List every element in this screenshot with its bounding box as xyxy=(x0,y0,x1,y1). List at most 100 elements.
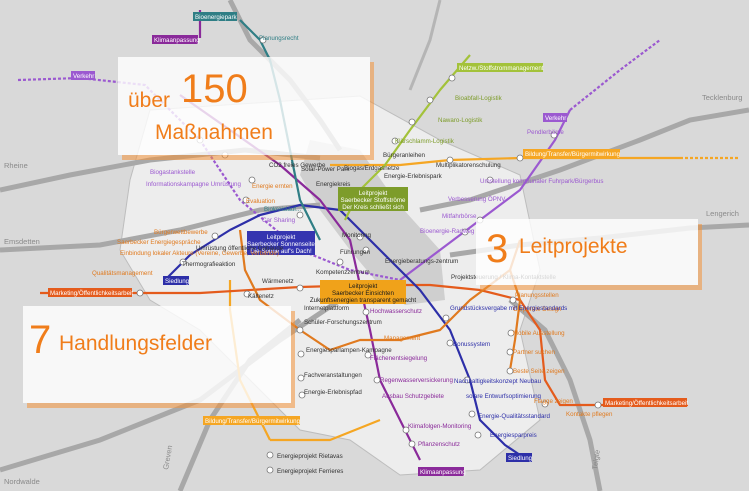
handlungsfelder-suffix: Handlungsfelder xyxy=(59,332,212,355)
station-internetplattform: Internetplattform xyxy=(304,305,349,312)
terminal-klimaanpassung-top-box xyxy=(152,35,198,44)
station-verbesserung-oepnv: Verbesserung ÖPNV xyxy=(448,196,506,203)
station-mobile-ausstellung: Mobile Ausstellung xyxy=(513,330,565,337)
station-regenwasser: Regenwasserversickerung xyxy=(380,377,453,384)
line-verkehr-east-dash xyxy=(569,39,661,111)
station-dot xyxy=(298,391,306,399)
station-dot xyxy=(296,326,304,334)
station-car-sharing: Car Sharing xyxy=(262,217,296,224)
station-kompetenzzentrum: Kompetenzzentrum xyxy=(316,269,370,276)
station-bonussystem: Bonussystem xyxy=(453,341,490,348)
leitprojekt-sonne-line3: Die Sonne auf's Dach! xyxy=(250,248,312,255)
station-mitfahrboerse: Mitfahrbörse xyxy=(442,213,477,220)
place-nordwalde: Nordwalde xyxy=(4,477,40,486)
station-kontakte: Kontakte pflegen xyxy=(566,411,613,418)
station-dot xyxy=(594,401,602,409)
station-dot xyxy=(296,284,304,292)
station-solar-power: Solar-Power Park xyxy=(301,166,350,173)
line-siedlung xyxy=(164,203,521,456)
station-biogas-erdgas: Biogas/Erdgasnetze xyxy=(344,165,400,172)
station-bioenergie-radweg: Bioenergie-Radweg xyxy=(420,228,475,235)
station-dot xyxy=(446,339,454,347)
station-energiesparpreis: Energiesparpreis xyxy=(490,432,537,439)
station-nawaro: Nawaro-Logistik xyxy=(438,117,483,124)
leitprojekte-banner: 3 Leitprojekte xyxy=(476,219,698,285)
place-telgte: Telgte xyxy=(590,449,602,470)
terminal-bioenergiepark-box xyxy=(193,12,237,21)
station-dot xyxy=(179,258,187,266)
station-bioabfall: Bioabfall-Logistik xyxy=(455,95,503,102)
station-dot xyxy=(364,351,372,359)
town-center-area xyxy=(300,140,445,305)
road-north-east xyxy=(408,0,442,91)
station-buergeranleihen: Bürgeranleihen xyxy=(383,152,426,159)
station-energiesparlampen: Energiesparlampen-Kampagne xyxy=(306,347,392,354)
line-bildung-south xyxy=(270,418,381,442)
line-marketing xyxy=(40,283,600,407)
station-dots xyxy=(136,36,602,474)
station-dot xyxy=(461,228,469,236)
station-dot xyxy=(442,314,450,322)
handlungsfelder-banner: 7 Handlungsfelder xyxy=(23,306,291,403)
station-evaluation: Evaluation xyxy=(246,198,275,205)
terminal-bildung-bottom-box xyxy=(203,416,300,425)
station-dot xyxy=(362,246,370,254)
station-dot xyxy=(468,410,476,418)
terminal-siedlung-bottom: Siedlung xyxy=(508,455,533,462)
leitprojekt-stoffstroeme-line1: Leitprojekt xyxy=(359,190,388,197)
station-dot xyxy=(408,440,416,448)
station-dot xyxy=(297,350,305,358)
station-dot xyxy=(259,36,267,44)
station-dot xyxy=(266,466,274,474)
terminal-netzwerk-box xyxy=(457,63,543,72)
terminal-bioenergiepark: Bioenergiepark xyxy=(195,14,238,21)
leitprojekt-sonne-line1: Leitprojekt xyxy=(267,234,296,241)
station-einbindung: Einbindung lokaler Akteure (Vereine, Gew… xyxy=(120,250,279,257)
station-pendlerboerse: Pendlerbörse xyxy=(527,129,564,136)
station-energie-ernten: Energie ernten xyxy=(252,183,293,190)
station-klaerschlamm: Klärschlamm-Logistik xyxy=(395,138,455,145)
station-energie-qualitaet: Energie-Qualitätsstandard xyxy=(478,413,550,420)
station-klimafolgen: Klimafolgen-Monitoring xyxy=(408,423,472,430)
station-corporate-design: Corporate Design xyxy=(513,306,562,313)
station-dot xyxy=(426,96,434,104)
station-dot xyxy=(448,74,456,82)
station-hochwasserschutz: Hochwasserschutz xyxy=(370,308,422,315)
place-greven: Greven xyxy=(161,445,174,471)
station-energieberatung: Energieberatungs-zentrum xyxy=(385,258,458,265)
station-co2-freies: CO2 freies Gewerbe xyxy=(269,162,326,169)
station-dot xyxy=(362,308,370,316)
leitprojekt-einsichten-box xyxy=(320,280,406,304)
station-umstellung: Umstellung kommunaler Fuhrpark/Bürgerbus xyxy=(480,178,603,185)
station-dot xyxy=(506,348,514,356)
station-energie-erlebnispark: Energie-Erlebnispark xyxy=(384,173,443,180)
terminal-bildung-right-box xyxy=(523,149,620,158)
station-kaeltenetz: Kältenetz xyxy=(248,293,274,300)
terminal-verkehr-right: Verkehr xyxy=(545,115,566,122)
station-nachhaltigkeit: Nachhaltigkeitskonzept Neubau xyxy=(454,378,542,385)
place-tecklenburg: Tecklenburg xyxy=(702,93,742,102)
station-thermografie: Thermografieaktion xyxy=(182,261,236,268)
line-management xyxy=(238,229,522,352)
station-dot xyxy=(506,367,514,375)
station-ferrieres: Energieprojekt Ferrieres xyxy=(277,468,343,475)
leitprojekt-boxes: Leitprojekt Saerbecker Sonnenseite Die S… xyxy=(247,187,416,304)
station-umruestung-gebaeude: Umrüstung öffentliche Gebäude xyxy=(196,245,284,252)
place-emsdetten: Emsdetten xyxy=(4,237,40,246)
leitprojekt-einsichten-line2: Saerbecker Einsichten xyxy=(332,290,394,297)
station-dot xyxy=(474,431,482,439)
terminal-verkehr-left-box xyxy=(71,71,95,80)
station-waermenetz: Wärmenetz xyxy=(262,278,294,285)
leitprojekt-einsichten-line1: Leitprojekt xyxy=(349,283,378,290)
station-fuehrungen: Führungen xyxy=(340,249,370,256)
station-flaechenentsiegelung: Flächenentsiegelung xyxy=(370,355,428,362)
leitprojekt-stoffstroeme-box xyxy=(338,187,408,211)
line-verkehr-east xyxy=(399,109,571,281)
terminal-marketing-right-box xyxy=(603,398,687,407)
leitprojekt-einsichten-line3: Zukunftsenergien transparent gemacht xyxy=(310,297,417,304)
station-ausbau-schutz: Ausbau Schutzgebiete xyxy=(382,393,444,400)
terminal-verkehr-left: Verkehr xyxy=(73,73,94,80)
station-biokreislauf: Biokreislauf... xyxy=(264,206,301,213)
terminal-klimaanpassung-bottom: Klimaanpassung xyxy=(420,469,466,476)
